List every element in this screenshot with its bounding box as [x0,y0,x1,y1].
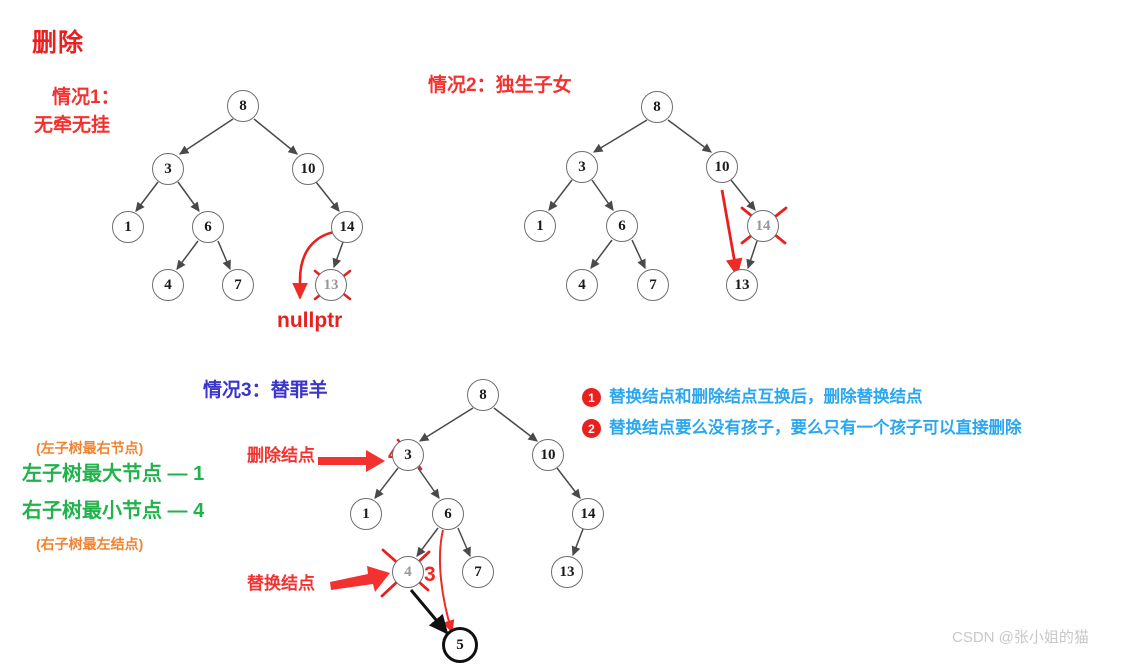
tree-node-value: 13 [734,276,750,293]
tree-node-value: 6 [204,218,212,235]
tree-node-c2-13: 13 [726,269,758,301]
tree-node-value: 3 [164,160,172,177]
tree-node-c3-7: 7 [462,556,494,588]
tree-node-value: 7 [649,276,657,293]
tree-node-value: 6 [618,217,626,234]
tree-node-value: 5 [456,636,464,653]
tree-node-value: 8 [653,98,661,115]
case3-delete-arrow [318,450,385,472]
note-text-1: 替换结点和删除结点互换后，删除替换结点 [609,388,923,406]
case3-replace-node-label: 替换结点 [247,574,315,593]
tree-node-c2-7: 7 [637,269,669,301]
case3-delete-node-label: 删除结点 [247,446,315,465]
tree-node-c2-3: 3 [566,151,598,183]
tree-node-c1-1: 1 [112,211,144,243]
tree-edges-case1 [135,118,344,271]
sidenote-top-paren: (左子树最右节点) [36,440,144,456]
tree-node-c3-3: 3 [392,439,424,471]
case3-replace-node-new-value: 3 [424,563,436,586]
case3-black-link [409,589,449,635]
case2-label: 情况2：独生子女 [428,75,572,96]
tree-edges-case2 [548,119,758,270]
tree-node-c1-10: 10 [292,153,324,185]
tree-node-c3-1: 1 [350,498,382,530]
tree-node-c1-14: 14 [331,211,363,243]
tree-node-value: 8 [479,386,487,403]
tree-node-c1-7: 7 [222,269,254,301]
tree-node-c1-4: 4 [152,269,184,301]
note-badge-1: 1 [582,388,601,407]
tree-node-c3-4: 4 [392,556,424,588]
tree-node-value: 4 [578,276,586,293]
note-text-2: 替换结点要么没有孩子，要么只有一个孩子可以直接删除 [609,419,1022,437]
tree-node-c1-13: 13 [315,269,347,301]
tree-node-c2-10: 10 [706,151,738,183]
tree-node-c2-14: 14 [747,210,779,242]
tree-node-value: 4 [164,276,172,293]
watermark: CSDN @张小姐的猫 [952,629,1089,646]
tree-node-value: 10 [300,160,316,177]
tree-node-value: 1 [536,217,544,234]
case1-label-line1: 情况1： [52,87,120,108]
tree-node-value: 4 [404,563,412,580]
tree-node-c3-8: 8 [467,379,499,411]
tree-node-value: 1 [124,218,132,235]
note-badge-2: 2 [582,419,601,438]
case1-label-line2: 无牵无挂 [34,115,111,136]
tree-node-c1-3: 3 [152,153,184,185]
tree-node-c3-5: 5 [442,627,478,663]
tree-node-value: 10 [540,446,556,463]
tree-node-value: 8 [239,97,247,114]
case3-red-relink-curve [438,529,455,634]
sidenote-line-1: 左子树最大节点 — 1 [22,463,205,485]
tree-node-c2-4: 4 [566,269,598,301]
tree-node-value: 14 [755,217,771,234]
page-title: 删除 [32,29,85,57]
tree-node-value: 1 [362,505,370,522]
tree-node-value: 7 [474,563,482,580]
tree-node-c3-10: 10 [532,439,564,471]
tree-edges-case3 [374,407,584,558]
tree-node-value: 14 [339,218,355,235]
case3-label: 情况3：替罪羊 [203,380,328,401]
tree-node-c1-6: 6 [192,211,224,243]
tree-node-c2-8: 8 [641,91,673,123]
tree-node-c1-8: 8 [227,90,259,122]
tree-node-c2-6: 6 [606,210,638,242]
tree-node-value: 10 [714,158,730,175]
tree-node-value: 3 [404,446,412,463]
case3-replace-arrow [330,566,390,592]
tree-node-c2-1: 1 [524,210,556,242]
case2-relink-arrow [720,189,743,277]
sidenote-line-2: 右子树最小节点 — 4 [22,500,205,522]
case1-nullptr-label: nullptr [277,309,343,332]
tree-node-value: 14 [580,505,596,522]
tree-node-value: 7 [234,276,242,293]
tree-node-value: 13 [559,563,575,580]
sidenote-bottom-paren: (右子树最左结点) [36,536,144,552]
tree-node-value: 13 [323,276,339,293]
tree-node-value: 6 [444,505,452,522]
tree-node-c3-14: 14 [572,498,604,530]
tree-node-c3-6: 6 [432,498,464,530]
tree-node-value: 3 [578,158,586,175]
tree-node-c3-13: 13 [551,556,583,588]
